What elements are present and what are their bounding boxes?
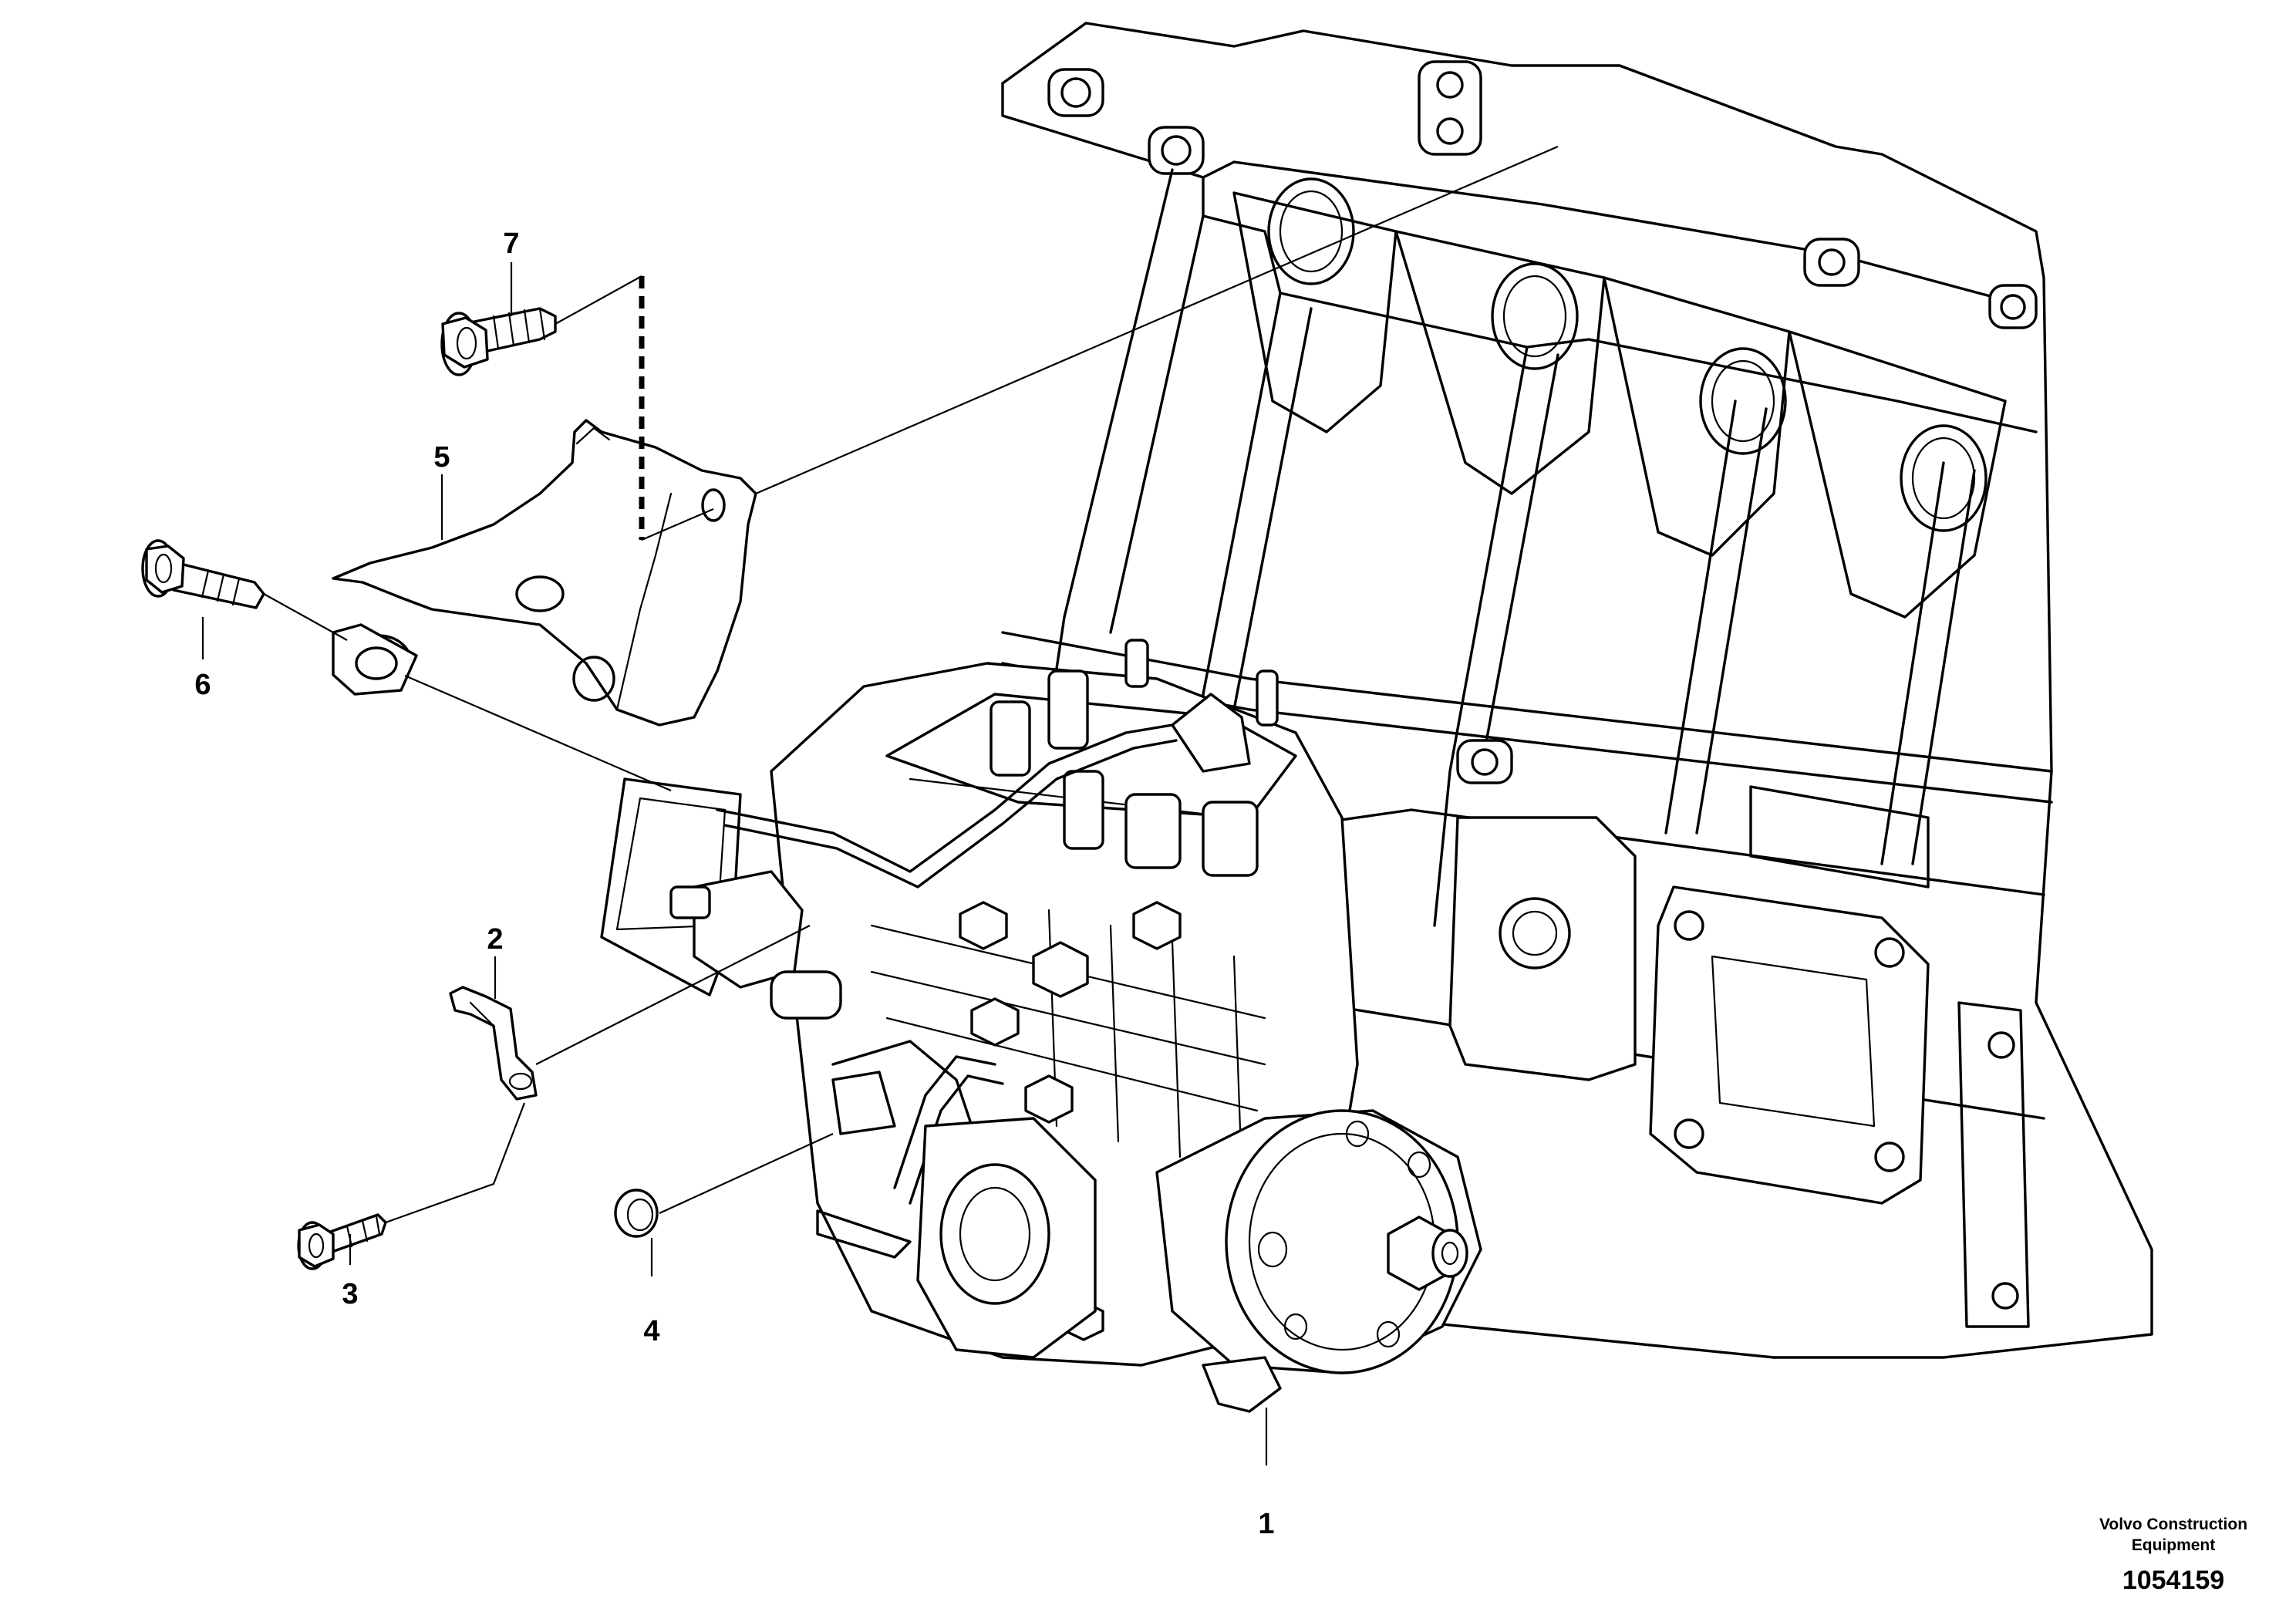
callout-5: 5 xyxy=(433,441,450,474)
brand-subtitle: Equipment xyxy=(2132,1536,2216,1554)
drawing-number: 1054159 xyxy=(2122,1566,2224,1595)
seal-ring-icon xyxy=(614,1189,659,1238)
fuel-injection-pump-icon xyxy=(600,639,1482,1413)
callout-3: 3 xyxy=(342,1278,358,1310)
callout-2: 2 xyxy=(487,923,503,956)
callout-1: 1 xyxy=(1258,1508,1274,1540)
callout-7: 7 xyxy=(503,228,519,260)
support-bracket-icon xyxy=(332,419,757,727)
flange-bolt-icon xyxy=(141,539,265,609)
clip-bracket-icon xyxy=(449,986,538,1101)
callout-6: 6 xyxy=(194,669,211,701)
callout-leaders xyxy=(201,262,1268,1465)
flange-bolt-icon xyxy=(297,1213,387,1270)
callout-4: 4 xyxy=(643,1315,659,1347)
assembly-guide-lines xyxy=(263,145,1559,1224)
engine-block-icon xyxy=(1001,22,2153,1359)
flange-bolt-icon xyxy=(440,307,557,376)
brand-name: Volvo Construction xyxy=(2099,1516,2247,1533)
